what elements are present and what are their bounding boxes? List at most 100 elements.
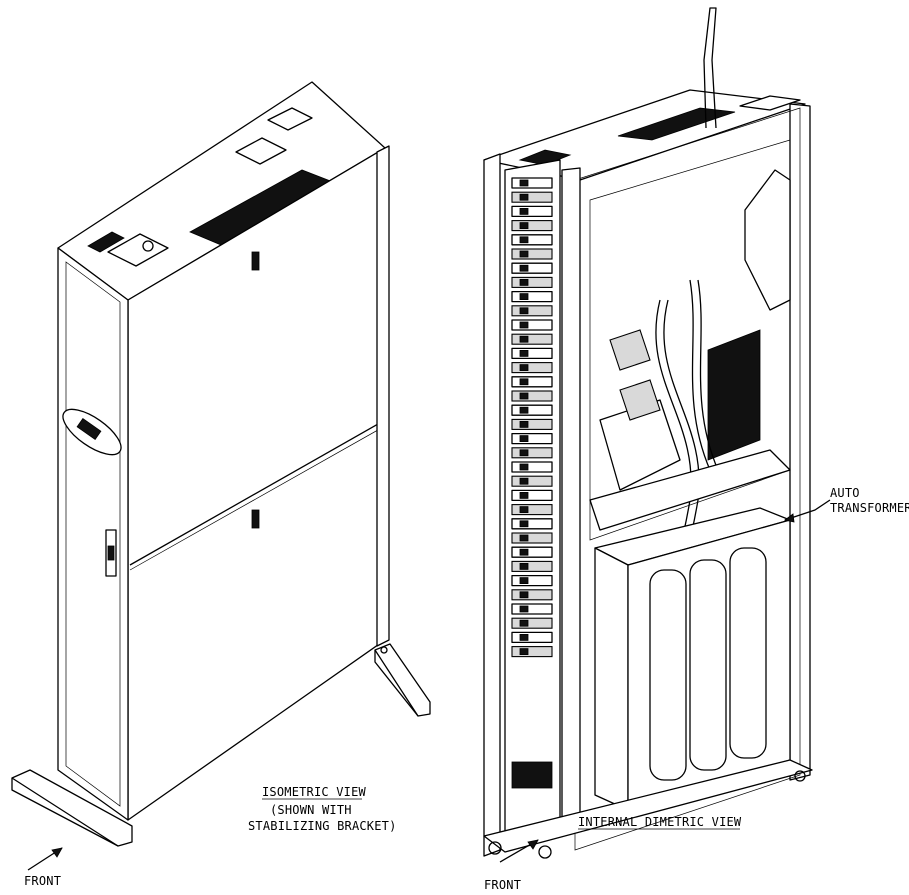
breaker-toggle <box>519 392 529 400</box>
front-arrow-left-head <box>51 847 63 858</box>
breaker-toggle <box>519 534 529 542</box>
breaker-toggle <box>519 491 529 499</box>
breaker-toggle <box>519 193 529 201</box>
breaker-slot <box>511 390 553 402</box>
transformer-coil-3 <box>729 547 767 759</box>
control-module <box>511 761 553 789</box>
breaker-slot <box>511 234 553 246</box>
breaker-slot <box>511 646 553 658</box>
cable-bundle-2 <box>689 279 711 471</box>
stabilizing-bracket-front <box>11 769 133 847</box>
door-handle-grip <box>107 545 115 561</box>
breaker-toggle <box>519 250 529 258</box>
front-frame-post <box>483 153 501 857</box>
auto-transformer <box>594 507 791 811</box>
rear-frame-post <box>376 145 390 647</box>
breaker-modules <box>511 177 553 658</box>
breaker-slot <box>511 504 553 516</box>
breaker-slot <box>511 631 553 644</box>
breaker-slot <box>511 248 553 260</box>
caster-1 <box>488 841 502 855</box>
stabilizing-bracket-rear <box>374 643 431 717</box>
breaker-slot <box>511 489 553 502</box>
display-screen <box>76 418 102 440</box>
breaker-toggle <box>519 605 529 613</box>
top-knockout-1 <box>235 137 287 165</box>
breaker-slot <box>511 532 553 544</box>
breaker-slot <box>511 418 553 430</box>
caster-2 <box>538 845 552 859</box>
auto-transformer-label-2: TRANSFORMER <box>830 501 909 515</box>
breaker-toggle <box>519 435 529 443</box>
front-arrow-right-head <box>527 839 539 850</box>
breaker-slot <box>511 546 553 558</box>
breaker-toggle <box>519 420 529 428</box>
breaker-toggle <box>519 264 529 272</box>
dimetric-view-title: INTERNAL DIMETRIC VIEW <box>578 815 742 829</box>
breaker-toggle <box>519 506 529 514</box>
breaker-toggle <box>519 634 529 641</box>
breaker-slot <box>511 432 553 445</box>
breaker-slot <box>511 205 553 218</box>
breaker-slot <box>511 603 553 615</box>
breaker-slot <box>511 276 553 288</box>
mounting-rail <box>561 167 581 833</box>
transformer-coil-2 <box>689 559 727 771</box>
auto-transformer-label-1: AUTO <box>830 486 860 500</box>
dimetric-top-small-vent <box>518 149 572 166</box>
breaker-slot <box>511 518 553 530</box>
breaker-toggle <box>519 364 529 372</box>
side-latch-upper <box>251 251 260 271</box>
breaker-toggle <box>519 378 529 386</box>
breaker-toggle <box>519 648 529 655</box>
breaker-toggle <box>519 307 529 315</box>
top-access-plate <box>107 233 169 267</box>
breaker-slot <box>511 347 553 360</box>
breaker-slot <box>511 290 553 303</box>
breaker-slot <box>511 305 553 317</box>
front-door <box>57 247 129 821</box>
breaker-slot <box>511 362 553 374</box>
breaker-toggle <box>519 335 529 343</box>
vented-panel <box>707 329 761 461</box>
breaker-toggle <box>519 563 529 570</box>
breaker-toggle <box>519 236 529 244</box>
isometric-view-note-1: (SHOWN WITH <box>270 803 352 817</box>
breaker-toggle <box>519 463 529 471</box>
breaker-slot <box>511 447 553 459</box>
breaker-slot <box>511 220 553 232</box>
breaker-slot <box>511 475 553 487</box>
caster-3 <box>794 770 806 782</box>
breaker-toggle <box>519 293 529 301</box>
breaker-slot <box>511 589 553 601</box>
busbar-plate <box>589 449 791 531</box>
breaker-toggle <box>519 449 529 457</box>
isometric-view-title: ISOMETRIC VIEW <box>262 785 367 799</box>
transformer-coil-1 <box>649 569 687 781</box>
isometric-cabinet <box>11 81 431 847</box>
dimetric-cabinet <box>483 7 813 859</box>
isometric-view-note-2: STABILIZING BRACKET) <box>248 819 397 833</box>
breaker-slot <box>511 560 553 572</box>
breaker-toggle <box>519 207 529 215</box>
breaker-toggle <box>519 222 529 230</box>
breaker-toggle <box>519 406 529 414</box>
breaker-slot <box>511 319 553 331</box>
side-latch-lower <box>251 509 260 529</box>
front-label-right: FRONT <box>484 878 521 892</box>
side-panel-divider <box>129 419 386 566</box>
breaker-slot <box>511 177 553 189</box>
auto-transformer-leader <box>784 499 831 521</box>
breaker-toggle <box>519 179 529 187</box>
breaker-toggle <box>519 477 529 485</box>
breaker-toggle <box>519 619 529 627</box>
top-cable <box>703 7 717 129</box>
breaker-slot <box>511 574 553 587</box>
top-small-vent <box>87 231 125 253</box>
breaker-slot <box>511 461 553 473</box>
breaker-toggle <box>519 591 529 599</box>
top-knockout-2 <box>267 107 313 131</box>
breaker-toggle <box>519 520 529 528</box>
breaker-toggle <box>519 321 529 329</box>
